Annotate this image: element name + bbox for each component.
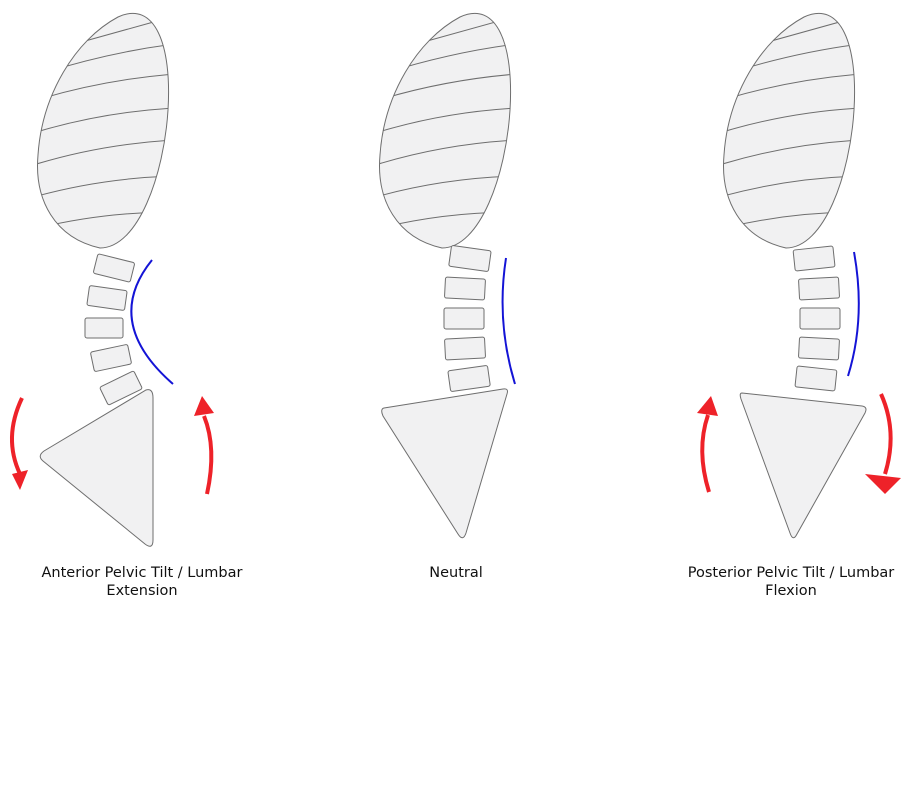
caption-line: Neutral bbox=[429, 565, 483, 581]
lumbar-vertebrae bbox=[792, 245, 841, 392]
vertebra bbox=[444, 276, 486, 301]
vertebra bbox=[798, 336, 840, 361]
caption-posterior: Posterior Pelvic Tilt / Lumbar Flexion bbox=[671, 564, 911, 600]
caption-anterior: Anterior Pelvic Tilt / Lumbar Extension bbox=[22, 564, 262, 600]
lordosis-curve bbox=[501, 257, 516, 385]
caption-neutral: Neutral bbox=[336, 564, 576, 582]
vertebra bbox=[792, 245, 836, 272]
vertebra bbox=[799, 307, 841, 330]
lordosis-curve bbox=[130, 259, 174, 385]
vertebra bbox=[447, 365, 491, 392]
pelvis bbox=[739, 392, 867, 539]
rib-cage bbox=[37, 12, 170, 249]
rotation-arrow-left bbox=[697, 396, 718, 493]
vertebra bbox=[93, 253, 135, 283]
vertebra bbox=[444, 336, 486, 361]
rotation-arrow-right bbox=[194, 396, 214, 495]
panel-posterior bbox=[697, 12, 901, 539]
vertebra bbox=[448, 245, 492, 272]
rib-cage bbox=[723, 12, 856, 249]
vertebra bbox=[798, 276, 840, 301]
panel-neutral bbox=[379, 12, 516, 539]
vertebra bbox=[794, 365, 838, 392]
lumbar-vertebrae bbox=[443, 245, 492, 392]
vertebra bbox=[90, 344, 132, 372]
rotation-arrow-left bbox=[10, 397, 28, 490]
rotation-arrow-right bbox=[865, 393, 901, 494]
caption-line: Extension bbox=[106, 583, 178, 599]
vertebra bbox=[86, 285, 128, 311]
vertebra bbox=[99, 370, 143, 406]
caption-line: Posterior Pelvic Tilt / Lumbar bbox=[687, 565, 895, 581]
pelvis bbox=[39, 389, 154, 547]
caption-line: Flexion bbox=[765, 583, 817, 599]
vertebra bbox=[443, 307, 485, 330]
pelvis bbox=[381, 388, 508, 539]
lumbar-vertebrae bbox=[84, 253, 143, 406]
kyphosis-curve bbox=[847, 251, 860, 377]
panel-anterior bbox=[10, 12, 214, 547]
rib-cage bbox=[379, 12, 512, 249]
caption-line: Anterior Pelvic Tilt / Lumbar bbox=[41, 565, 243, 581]
vertebra bbox=[84, 317, 124, 339]
